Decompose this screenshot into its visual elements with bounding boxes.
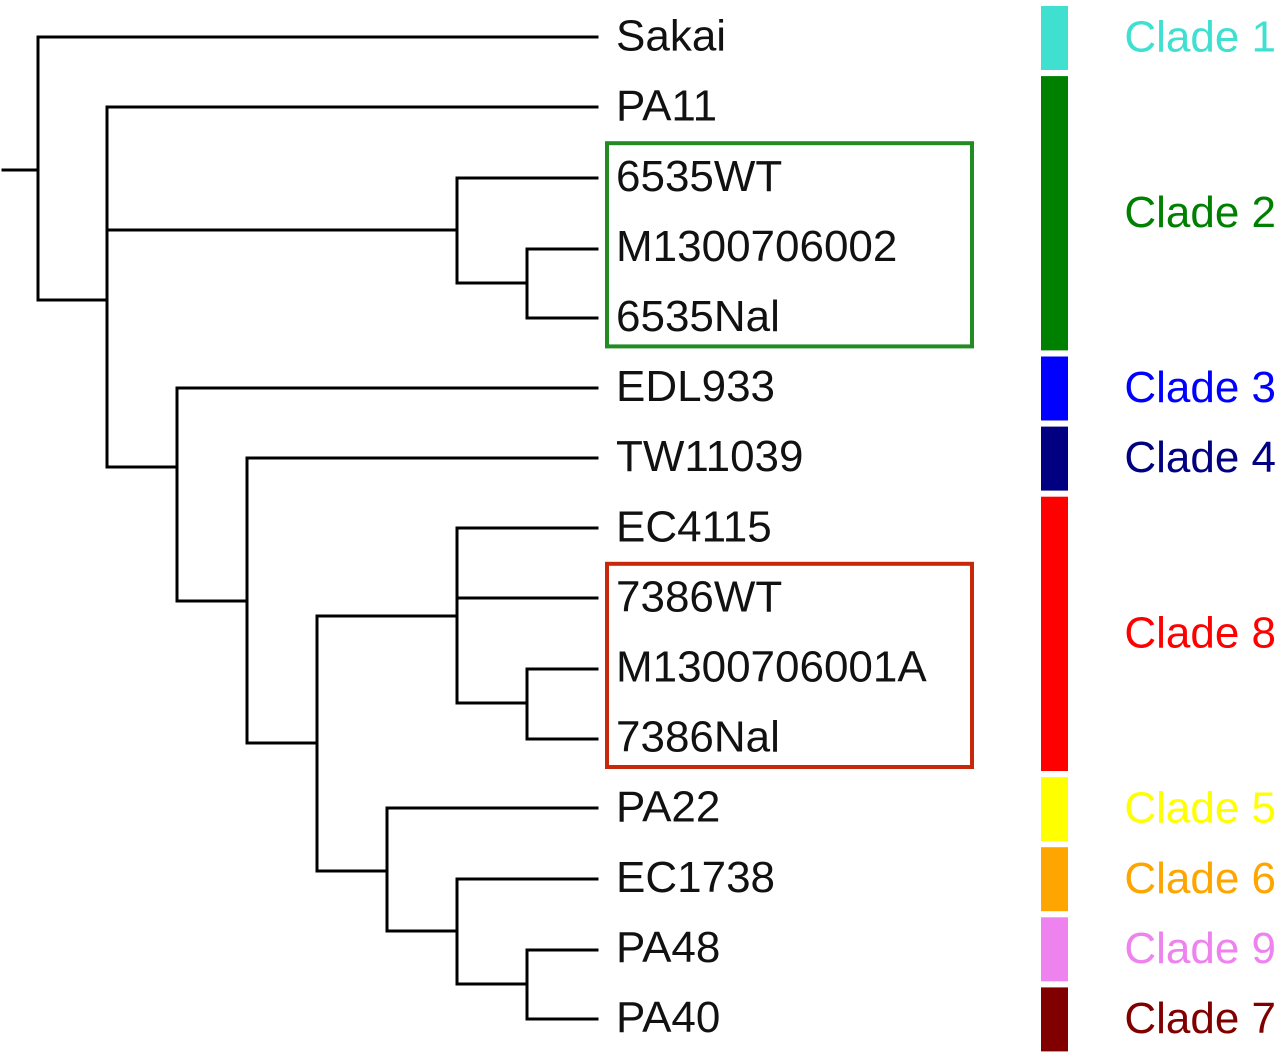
- clade-bar: [1041, 777, 1068, 842]
- leaf-label: M1300706001A: [616, 643, 927, 692]
- clade-label: Clade 6: [1124, 854, 1276, 903]
- leaf-label: EDL933: [616, 362, 775, 411]
- leaf-label: M1300706002: [616, 222, 897, 271]
- leaf-label: TW11039: [616, 432, 804, 481]
- clade-label: Clade 8: [1124, 608, 1276, 657]
- leaf-label: 7386WT: [616, 572, 782, 621]
- leaf-label: 6535Nal: [616, 292, 780, 341]
- clade-label: Clade 1: [1124, 13, 1276, 62]
- leaf-label: PA48: [616, 923, 720, 972]
- clade-bar: [1041, 356, 1068, 421]
- clade-bar: [1041, 76, 1068, 351]
- leaf-label: 7386Nal: [616, 713, 780, 762]
- clade-bar: [1041, 426, 1068, 491]
- clade-bar: [1041, 987, 1068, 1052]
- tree-branches: [1, 35, 599, 1021]
- clade-bar: [1041, 6, 1068, 70]
- clade-labels: Clade 1 Clade 2 Clade 3 Clade 4 Clade 8 Clade…: [1124, 13, 1276, 1043]
- clade-label: Clade 5: [1124, 784, 1276, 833]
- clade-label: Clade 3: [1124, 363, 1276, 412]
- clade-label: Clade 9: [1124, 924, 1276, 973]
- clade-label: Clade 4: [1124, 433, 1276, 482]
- leaf-label: EC4115: [616, 502, 772, 551]
- highlight-box-2: [605, 561, 974, 769]
- leaf-label: 6535WT: [616, 152, 782, 201]
- highlight-box-1: [605, 141, 974, 349]
- clade-bar: [1041, 847, 1068, 912]
- clade-bar: [1041, 496, 1068, 771]
- clade-bars: [1041, 6, 1068, 1052]
- leaf-label: PA40: [616, 993, 720, 1042]
- leaf-label: Sakai: [616, 12, 726, 61]
- clade-label: Clade 2: [1124, 188, 1276, 237]
- highlight-boxes: [605, 141, 974, 769]
- clade-bar: [1041, 917, 1068, 982]
- leaf-label: EC1738: [616, 853, 775, 902]
- leaf-label: PA11: [616, 82, 717, 131]
- clade-label: Clade 7: [1124, 994, 1276, 1043]
- leaf-label: PA22: [616, 783, 720, 832]
